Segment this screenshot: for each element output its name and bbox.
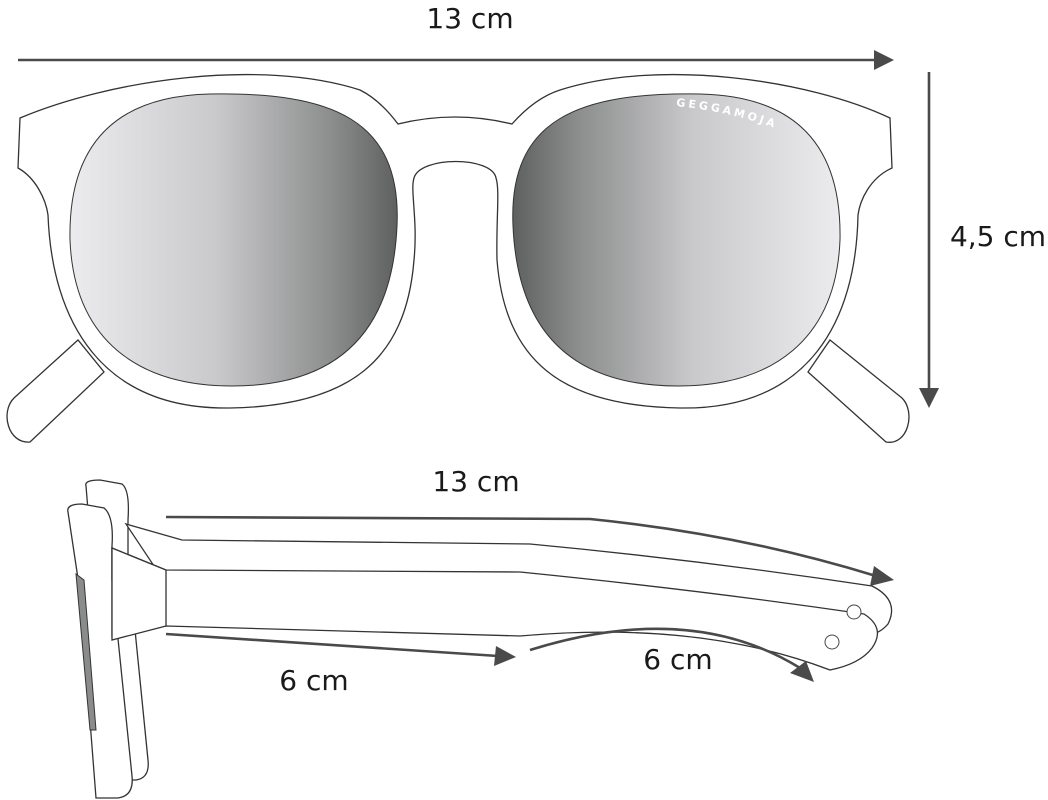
- side-view: 13 cm 6 cm 6 cm: [67, 465, 894, 799]
- side-lens-edge: [75, 572, 97, 731]
- front-section-arrow-line: [165, 632, 499, 658]
- front-view: GEGGAMOJA 13 cm 4,5 cm: [6, 2, 1046, 443]
- height-arrow-head: [919, 388, 939, 408]
- temple-tip-dot-near: [824, 634, 840, 650]
- right-temple-tip: [807, 339, 910, 443]
- temple-length-label: 13 cm: [432, 465, 519, 498]
- left-lens: [69, 93, 398, 387]
- rear-section-arrow-line: [529, 627, 801, 670]
- front-section-label: 6 cm: [279, 664, 348, 697]
- temple-length-arrow-head: [870, 566, 894, 586]
- side-front-frame: [67, 503, 133, 799]
- side-hinge: [111, 547, 167, 641]
- front-section-arrow-head: [494, 646, 516, 666]
- rear-section-arrow-head: [790, 661, 814, 682]
- side-temple-near: [111, 547, 879, 671]
- rear-section-label: 6 cm: [643, 643, 712, 676]
- temple-tip-dot-far: [846, 604, 862, 620]
- right-lens: [512, 93, 841, 387]
- temple-length-arrow-line: [165, 515, 877, 578]
- width-label: 13 cm: [426, 2, 513, 35]
- height-label: 4,5 cm: [950, 220, 1046, 253]
- width-arrow-head: [874, 50, 894, 70]
- left-temple-tip: [6, 339, 105, 443]
